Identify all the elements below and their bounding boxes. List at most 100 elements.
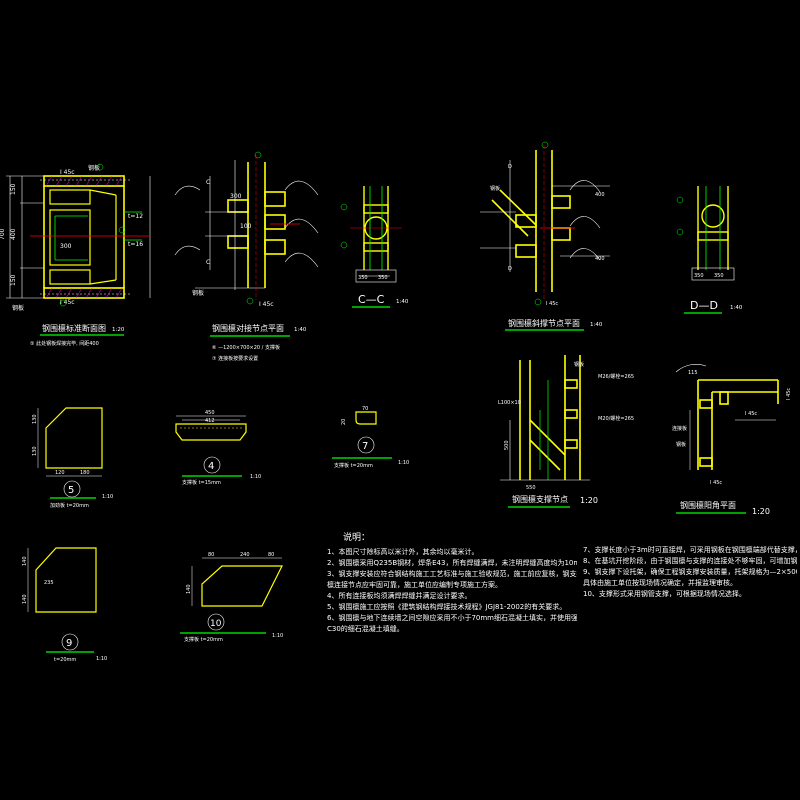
note-line: 2、钢围檩采用Q235B钢材，焊条E43，所有焊缝满焊，未注明焊缝高度均为10m… — [327, 559, 577, 567]
plate4-scale: 1:10 — [250, 474, 261, 480]
plate4-dim-a: 450 — [205, 410, 215, 416]
dim-t12: t=12 — [128, 213, 143, 220]
dim-700: 700 — [0, 228, 6, 240]
scale-section-c-c: 1:40 — [396, 299, 409, 305]
weld-top-note: 钢板 — [88, 164, 100, 172]
note-line: 3、钢支撑安装应符合钢结构施工工艺标准与施工验收规范，施工前应复核，钢支撑与围 — [327, 570, 577, 578]
weld-bottom: I 45c — [60, 299, 75, 306]
note-line: 8、在基坑开挖阶段，由于钢围檩与支撑的连接处不够牢固，可增加钢支撑的数量。 — [583, 557, 797, 565]
dd-dim-b: 350 — [714, 273, 724, 279]
plate5-dim-b: 130 — [32, 446, 38, 456]
brace-joint-angle: L100×10 — [498, 400, 521, 406]
plate10-number: 10 — [210, 619, 222, 629]
brace-joint-bolt2: M20/螺栓=265 — [598, 415, 634, 422]
title-corner-plan: 钢围檩阳角平面 — [680, 500, 736, 510]
section-steel-label: 钢板 — [12, 304, 24, 312]
brace-right-top: 400 — [595, 192, 605, 198]
section-c-c: 350 350 C—C 1:40 — [340, 186, 409, 308]
plate10-scale: 1:10 — [272, 633, 283, 639]
scale-corner-plan: 1:20 — [752, 507, 770, 516]
dd-dim-a: 350 — [694, 273, 704, 279]
d-mark-bottom: D — [508, 266, 512, 272]
corner-dim: I 45c — [786, 388, 792, 400]
scale-standard-section: 1:20 — [112, 327, 125, 333]
corner-arc-label: 115 — [688, 370, 698, 376]
plate5-dim-d: 180 — [80, 470, 90, 476]
brace-weld: I 45c — [546, 301, 558, 307]
title-butt-joint: 钢围檩对接节点平面 — [212, 323, 284, 333]
c-mark-top: C — [206, 179, 210, 186]
note-line: 10、支撑形式采用钢管支撑，可根据现场情况选择。 — [583, 590, 746, 598]
butt-weld: I 45c — [259, 301, 274, 308]
corner-plate-b: 钢板 — [676, 441, 686, 448]
note-line: 具体由施工单位按现场情况确定，并报监理审核。 — [583, 579, 737, 587]
dim-400: 400 — [10, 228, 17, 240]
plate-7-detail: 20 70 7 支撑板 t=20mm 1:10 — [332, 406, 409, 469]
plate10-dim-b: 240 — [240, 552, 250, 558]
plate10-label: 支撑板 t=20mm — [184, 636, 223, 643]
scale-diagonal-brace: 1:40 — [590, 322, 603, 328]
brace-joint-top: 钢板 — [574, 361, 584, 368]
plate7-dim-b: 70 — [362, 406, 368, 412]
general-notes: 说明： 1、本图尺寸除标高以米计外，其余均以毫米计。 2、钢围檩采用Q235B钢… — [327, 533, 797, 663]
plate-9-detail: 140 235 140 9 t=20mm 1:10 — [22, 547, 107, 663]
butt-dim-100: 100 — [240, 223, 252, 230]
note-line: 4、所有连接板均须满焊焊缝并满足设计要求。 — [327, 592, 472, 600]
plate-10-detail: 80 240 80 140 10 支撑板 t=20mm 1:10 — [180, 552, 283, 643]
scale-brace-joint: 1:20 — [580, 496, 598, 505]
plate5-scale: 1:10 — [102, 494, 113, 500]
title-section-c-c: C—C — [358, 293, 385, 306]
dim-150-top: 150 — [10, 183, 17, 195]
plate9-dim-c: 140 — [22, 594, 28, 604]
note-standard-section: ⑤ 此处钢板焊接完毕, 间距400 — [30, 340, 99, 347]
plate-5-detail: 130 130 120 180 5 加劲板 t=20mm 1:10 — [32, 407, 113, 509]
c-mark-bottom: C — [206, 259, 210, 266]
butt-dim-300: 300 — [230, 193, 242, 200]
brace-top-label: 钢板 — [490, 185, 500, 192]
cc-dim-b: 350 — [378, 275, 388, 281]
butt-plate-label: 钢板 — [192, 289, 204, 297]
brace-joint-bolt1: M26/螺栓=265 — [598, 373, 634, 380]
note-line: 5、钢围檩施工应按照《建筑钢结构焊接技术规程》JGJ81-2002的有关要求。 — [327, 603, 567, 611]
brace-right-bottom: 400 — [595, 256, 605, 262]
corner-plate-a: 连接板 — [672, 425, 687, 432]
plate7-dim-a: 20 — [341, 419, 347, 425]
scale-butt-joint: 1:40 — [294, 327, 307, 333]
plate4-dim-b: 412 — [205, 418, 215, 424]
plate5-label: 加劲板 t=20mm — [50, 502, 89, 509]
butt-joint-plan: C C 300 100 I 45c 钢板 钢围檩对接节点平面 1:40 ⑥ —1… — [174, 151, 319, 362]
plate10-dim-c: 80 — [268, 552, 274, 558]
note-butt-joint-2: ⑦ 连接板按要求设置 — [212, 355, 258, 362]
corner-plan: 115 I 45c 连接板 钢板 I 45c I 45c 钢围檩阳角平面 1:2… — [672, 364, 792, 516]
plate9-number: 9 — [66, 638, 72, 649]
brace-joint-500: 500 — [504, 440, 510, 450]
plate9-scale: 1:10 — [96, 656, 107, 662]
plate9-label: t=20mm — [54, 657, 76, 663]
plate9-dim-b: 235 — [44, 580, 54, 586]
notes-left-column: 1、本图尺寸除标高以米计外，其余均以毫米计。 2、钢围檩采用Q235B钢材，焊条… — [327, 547, 577, 635]
section-d-d: 350 350 D—D 1:40 — [676, 186, 743, 314]
plate4-label: 支撑板 t=15mm — [182, 479, 221, 486]
plate10-dim-d: 140 — [186, 584, 192, 594]
note-line: 6、钢围檩与地下连续墙之间空隙应采用不小于70mm细石混凝土填实，并使用强度等级… — [327, 614, 577, 622]
notes-right-column: 7、支撑长度小于3m时可直接焊，可采用钢板在钢围檩端部代替支撑，并与围檩焊接。 … — [583, 545, 797, 600]
plate9-dim-a: 140 — [22, 556, 28, 566]
notes-heading: 说明： — [343, 533, 371, 543]
dim-t16: t=16 — [128, 241, 143, 248]
plate7-label: 支撑板 t=20mm — [334, 462, 373, 469]
plate7-scale: 1:10 — [398, 460, 409, 466]
diagonal-brace-plan: 钢板 400 400 D D I 45c 钢围檩斜撑节点平面 1:40 — [480, 141, 610, 331]
note-line: C30的细石混凝土填缝。 — [327, 625, 404, 633]
brace-joint-detail: 钢板 M26/螺栓=265 M20/螺栓=265 L100×10 500 550… — [498, 355, 634, 508]
cc-dim-a: 350 — [358, 275, 368, 281]
note-line: 7、支撑长度小于3m时可直接焊，可采用钢板在钢围檩端部代替支撑，并与围檩焊接。 — [583, 546, 797, 554]
plate-4-detail: 450 412 4 支撑板 t=15mm 1:10 — [175, 410, 261, 486]
title-section-d-d: D—D — [690, 299, 718, 312]
title-brace-joint: 钢围檩支撑节点 — [512, 494, 568, 504]
plate4-number: 4 — [208, 461, 214, 472]
dim-150-bottom: 150 — [10, 274, 17, 286]
title-standard-section: 钢围檩标准断面图 — [42, 323, 106, 333]
note-line: 1、本图尺寸除标高以米计外，其余均以毫米计。 — [327, 548, 479, 556]
plate5-dim-c: 120 — [55, 470, 65, 476]
